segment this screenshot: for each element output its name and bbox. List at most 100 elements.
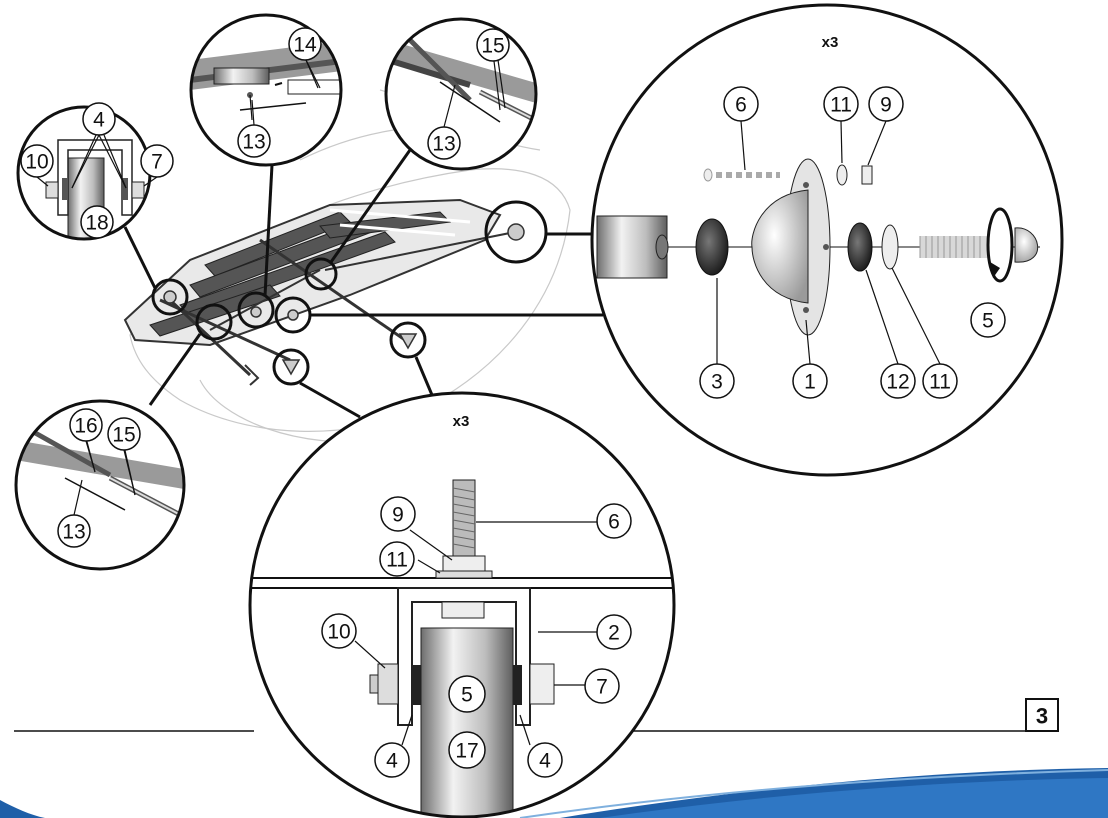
callout-circle <box>380 496 416 532</box>
callout-number: 13 <box>62 521 85 544</box>
rack-frame <box>123 198 516 386</box>
detail-right-exploded: x3 <box>590 3 1064 477</box>
callout-leader <box>493 60 501 111</box>
callout-topleft-b: 10 <box>20 144 54 178</box>
callout-number: 4 <box>386 750 398 773</box>
callout-right-9: 9 <box>868 86 904 122</box>
callout-number: 14 <box>293 34 317 57</box>
callout-leader <box>805 319 811 365</box>
callout-topleft-d: 18 <box>80 205 114 239</box>
callout-circle <box>82 102 116 136</box>
callout-circle <box>107 417 141 451</box>
nut-7 <box>529 663 555 705</box>
callout-number: 16 <box>74 415 97 438</box>
callout-circle <box>476 28 510 62</box>
callout-circle <box>80 205 114 239</box>
callout-leader <box>143 176 158 187</box>
callout-circle <box>868 86 904 122</box>
callout-circle <box>584 668 620 704</box>
callout-circle <box>970 302 1006 338</box>
rubber-washer-12 <box>847 222 873 272</box>
callout-bottom-9: 9 <box>380 496 416 532</box>
callout-circle <box>596 503 632 539</box>
callout-right-11b: 11 <box>922 363 958 399</box>
detail-bottom-section: x3 <box>248 391 676 818</box>
callout-circle <box>699 363 735 399</box>
callout-topmid-b: 13 <box>237 124 271 158</box>
callout-left-a: 16 <box>69 408 103 442</box>
callout-number: 5 <box>461 684 473 707</box>
callout-bottom-10: 10 <box>321 613 357 649</box>
callout-leader <box>36 176 49 187</box>
callout-bottom-2: 2 <box>596 614 632 650</box>
callout-bottom-17: 17 <box>448 731 486 769</box>
callout-circle <box>237 124 271 158</box>
callout-circle <box>723 86 759 122</box>
callout-number: 11 <box>386 549 408 572</box>
callout-circle <box>792 363 828 399</box>
callout-circle <box>880 363 916 399</box>
washer-11 <box>435 570 493 579</box>
callout-number: 9 <box>392 504 404 527</box>
leader-lines <box>123 149 603 419</box>
callout-leader <box>251 99 255 126</box>
callout-circle <box>374 742 410 778</box>
right-multiplier: x3 <box>822 34 839 51</box>
callout-bottom-7: 7 <box>584 668 620 704</box>
callout-leader <box>443 84 456 128</box>
callout-topright-b: 13 <box>427 126 461 160</box>
threaded-bolt-5 <box>919 207 1039 283</box>
callout-number: 15 <box>481 35 504 58</box>
callout-number: 12 <box>886 371 909 394</box>
bottom-multiplier: x3 <box>453 413 470 430</box>
callout-number: 6 <box>608 511 620 534</box>
callout-leader <box>305 59 319 89</box>
callout-leader <box>71 134 100 189</box>
callout-topright-a: 15 <box>476 28 510 62</box>
decorative-wave <box>0 768 1108 818</box>
flange-dome-1 <box>751 158 831 336</box>
callout-number: 5 <box>982 310 994 333</box>
callout-circle <box>596 614 632 650</box>
callout-circle <box>823 86 859 122</box>
callout-leader <box>740 120 746 171</box>
callout-number: 4 <box>93 109 105 132</box>
callout-number: 17 <box>455 740 478 763</box>
callout-bottom-4a: 4 <box>374 742 410 778</box>
callout-right-1: 1 <box>792 363 828 399</box>
callout-leader <box>98 134 127 189</box>
callout-number: 7 <box>596 676 608 699</box>
callout-circle <box>69 408 103 442</box>
callout-right-12: 12 <box>880 363 916 399</box>
callout-topleft-a: 4 <box>82 102 116 136</box>
callout-topmid-a: 14 <box>288 27 322 61</box>
page-number: 3 <box>1036 704 1048 729</box>
callout-number: 1 <box>804 371 816 394</box>
callout-topleft-c: 7 <box>140 144 174 178</box>
callout-right-5: 5 <box>970 302 1006 338</box>
callout-leader <box>85 440 96 473</box>
detail-top-right <box>384 17 538 171</box>
callout-circle <box>57 514 91 548</box>
callout-circle <box>448 675 486 713</box>
callout-bottom-6: 6 <box>596 503 632 539</box>
callout-bottom-11: 11 <box>379 541 415 577</box>
callout-circle <box>379 541 415 577</box>
callout-number: 10 <box>327 621 350 644</box>
callout-circle <box>922 363 958 399</box>
callout-bottom-5: 5 <box>448 675 486 713</box>
rubber-grommet-3 <box>695 218 729 276</box>
callout-left-b: 15 <box>107 417 141 451</box>
tube-end <box>596 215 668 279</box>
bracket-2 <box>397 587 531 726</box>
callout-circle <box>427 126 461 160</box>
callout-leader <box>840 120 843 164</box>
callout-number: 10 <box>25 151 48 174</box>
callout-number: 7 <box>151 151 163 174</box>
callout-number: 13 <box>242 131 265 154</box>
callout-right-3: 3 <box>699 363 735 399</box>
page-number-box: 3 <box>1025 698 1059 732</box>
callout-circle <box>288 27 322 61</box>
